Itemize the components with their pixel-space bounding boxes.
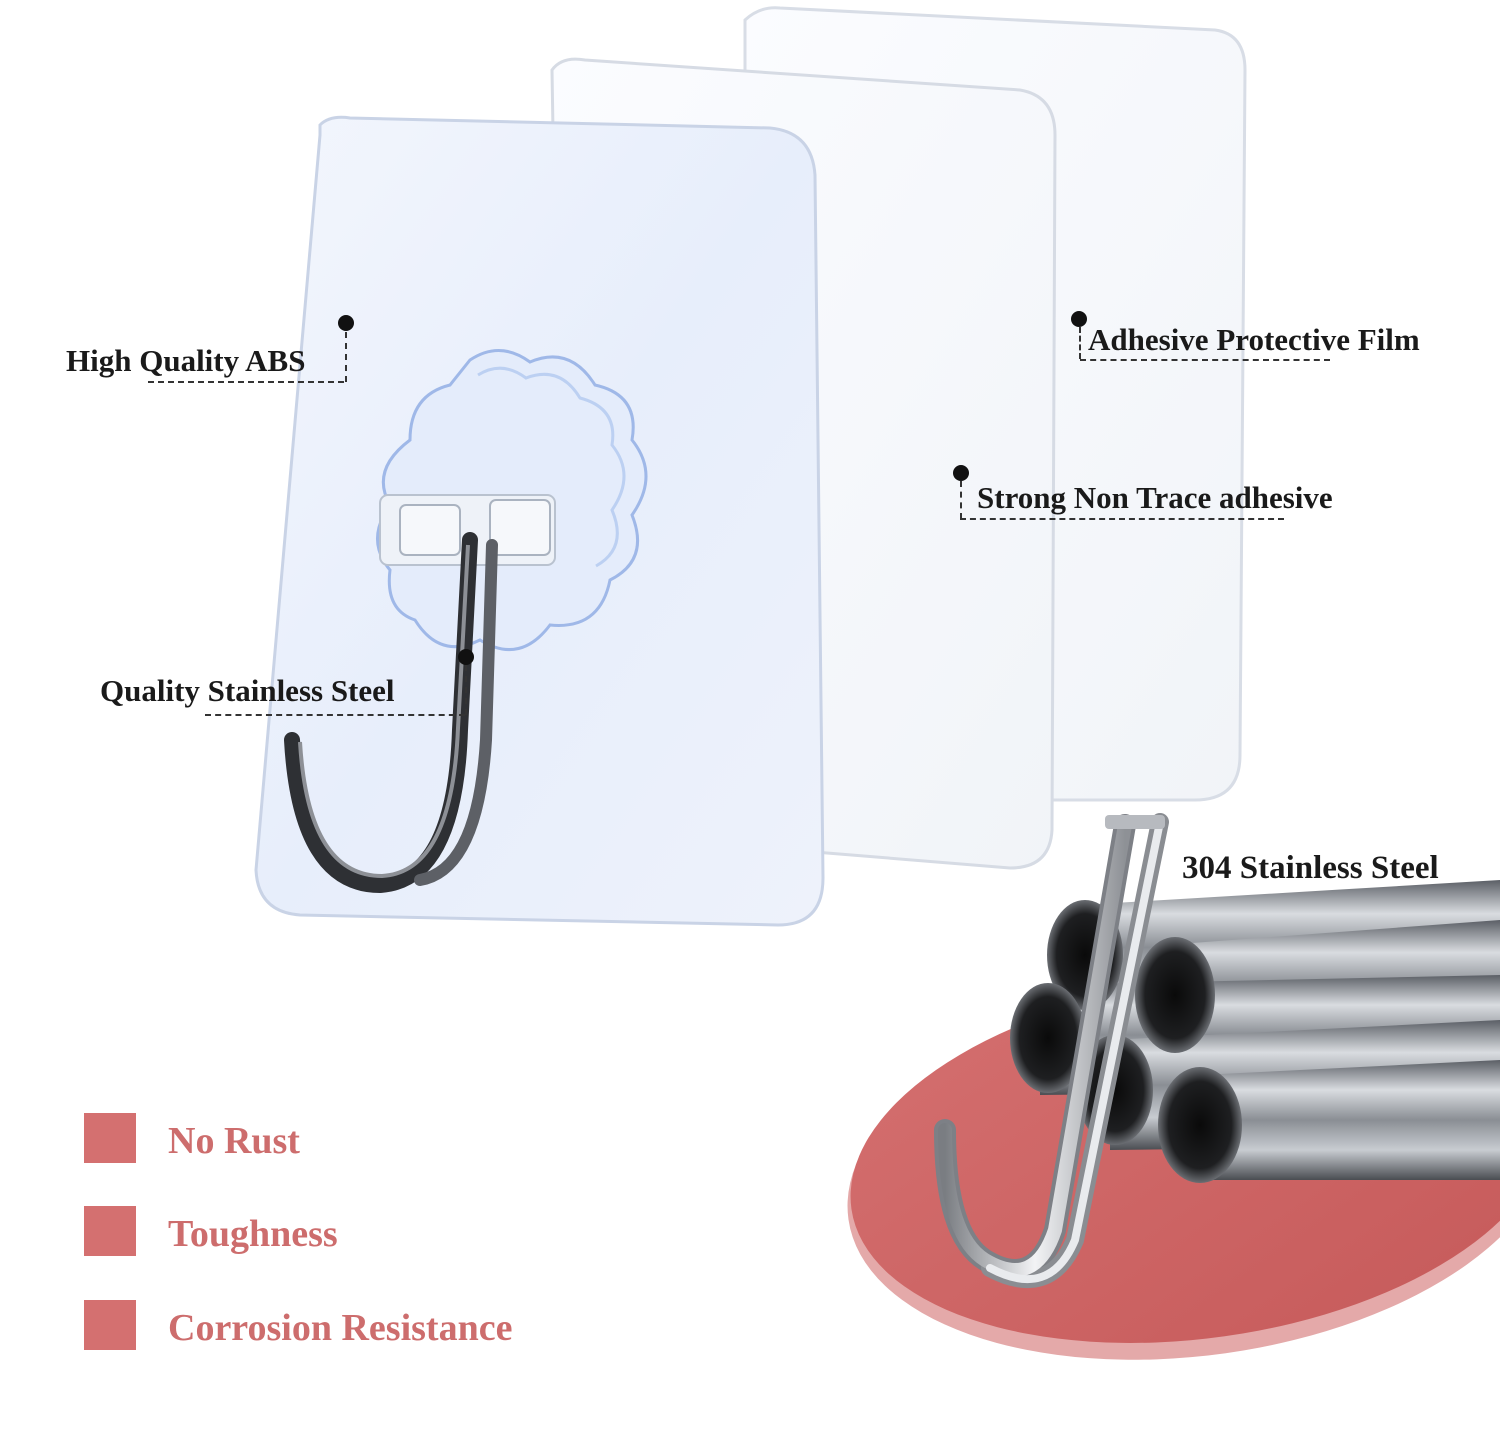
feature-label: Toughness [168, 1213, 338, 1255]
stainless-marker-dot [458, 649, 474, 665]
flower-base [376, 349, 648, 652]
adhesive-label: Strong Non Trace adhesive [977, 480, 1333, 515]
adhesive-marker-dot [953, 465, 969, 481]
film-label: Adhesive Protective Film [1088, 322, 1420, 357]
abs-label: High Quality ABS [66, 343, 306, 378]
steel-tubes [1010, 880, 1500, 1183]
abs-leader-vertical [345, 332, 347, 382]
stainless-leader-line [205, 714, 465, 716]
stainless-label: Quality Stainless Steel [100, 673, 395, 708]
stainless-hook [934, 813, 1169, 1289]
pad-hook [284, 532, 498, 894]
feature-label: Corrosion Resistance [168, 1307, 513, 1349]
feature-label: No Rust [168, 1120, 300, 1162]
feature-square-icon [84, 1206, 136, 1256]
steel304-label: 304 Stainless Steel [1182, 850, 1439, 886]
film-leader-vertical [1079, 327, 1081, 359]
abs-marker-dot [338, 315, 354, 331]
adhesive-leader-vertical [960, 481, 962, 519]
abs-leader-line [148, 381, 344, 383]
stainless-leader-vertical [465, 665, 467, 715]
feature-square-icon [84, 1113, 136, 1163]
film-leader-line [1080, 359, 1330, 361]
film-marker-dot [1071, 311, 1087, 327]
feature-square-icon [84, 1300, 136, 1350]
adhesive-leader-line [960, 518, 1284, 520]
